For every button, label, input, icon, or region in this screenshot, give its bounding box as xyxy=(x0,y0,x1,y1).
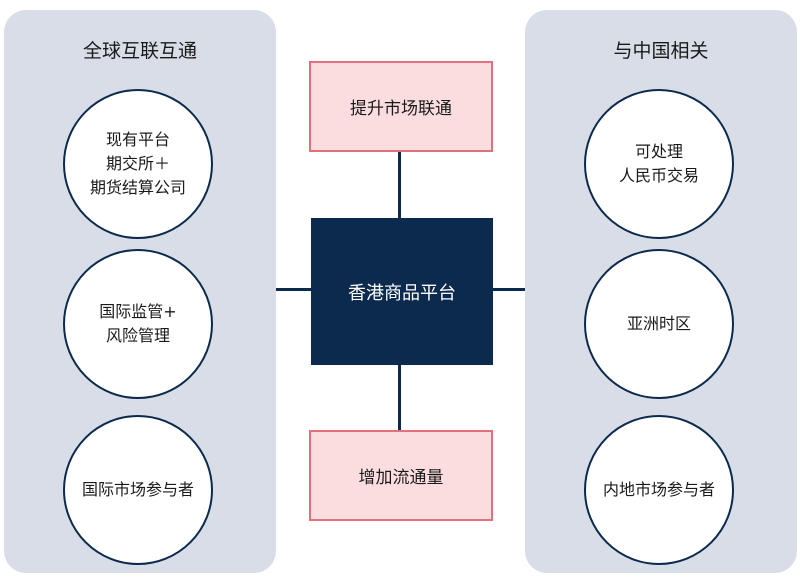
connector-left xyxy=(276,288,312,291)
left-circle-label: 国际市场参与者 xyxy=(81,480,194,499)
right-circle-asia-timezone: 亚洲时区 xyxy=(584,249,734,399)
bottom-outcome-box: 增加流通量 xyxy=(309,430,493,521)
top-outcome-label: 提升市场联通 xyxy=(350,99,452,119)
left-circle-existing-platform: 现有平台 期交所＋ 期货结算公司 xyxy=(63,89,213,239)
left-circle-regulation: 国际监管+ 风险管理 xyxy=(63,249,213,399)
bottom-outcome-label: 增加流通量 xyxy=(358,468,444,488)
left-panel-title: 全球互联互通 xyxy=(82,40,197,62)
right-panel: 与中国相关 可处理 人民币交易 亚洲时区 内地市场参与者 xyxy=(525,10,797,573)
top-outcome-box: 提升市场联通 xyxy=(309,61,493,152)
right-circle-rmb-trading: 可处理 人民币交易 xyxy=(584,89,734,239)
left-circle-intl-participants: 国际市场参与者 xyxy=(63,415,213,565)
right-panel-title: 与中国相关 xyxy=(613,40,709,62)
left-circle-label: 现有平台 期交所＋ 期货结算公司 xyxy=(89,130,186,197)
center-platform-box: 香港商品平台 xyxy=(311,218,493,365)
connector-right xyxy=(492,288,525,291)
right-circle-label: 内地市场参与者 xyxy=(602,480,715,499)
right-circle-mainland-participants: 内地市场参与者 xyxy=(584,415,734,565)
right-circle-label: 亚洲时区 xyxy=(626,314,691,333)
center-platform-label: 香港商品平台 xyxy=(348,282,456,304)
connector-top xyxy=(398,152,401,219)
right-circle-label: 可处理 人民币交易 xyxy=(618,142,699,185)
connector-bottom xyxy=(398,364,401,432)
left-panel: 全球互联互通 现有平台 期交所＋ 期货结算公司 国际监管+ 风险管理 国际市场参… xyxy=(4,10,276,573)
left-circle-label: 国际监管+ 风险管理 xyxy=(99,302,177,345)
